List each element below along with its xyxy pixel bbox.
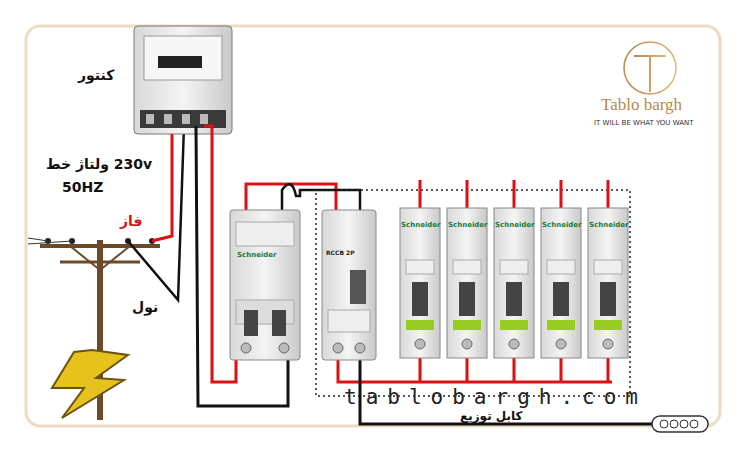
mcb-part: [594, 260, 622, 274]
label-text: Schneider: [589, 222, 629, 230]
mcb-part: [453, 320, 481, 330]
label-text: IT WILL BE WHAT YOU WANT: [594, 120, 694, 128]
mcb-part: [594, 320, 622, 330]
mcb-part: [400, 208, 440, 358]
label-text: RCCB 2P: [326, 250, 355, 257]
mcb-part: [588, 208, 628, 358]
mcb-part: [447, 208, 487, 358]
mcb-part: [412, 282, 428, 316]
label-text: فاز: [120, 214, 142, 229]
label-text: Schneider: [401, 222, 441, 230]
label-text: tablobargh.com: [344, 386, 647, 409]
mcb-terminal: [415, 339, 425, 349]
label-text: Schneider: [237, 252, 277, 260]
mcb-part: [406, 260, 434, 274]
mcb-part: [453, 260, 481, 274]
label-text: کابل توزیع: [460, 410, 523, 423]
mcb-part: [506, 282, 522, 316]
label-text: 230v ولتاژ خط: [46, 157, 152, 172]
mcb-terminal: [462, 339, 472, 349]
label-text: 50HZ: [62, 180, 103, 195]
label-text: Tablo bargh: [601, 96, 682, 115]
mcb-part: [547, 320, 575, 330]
mcb-part: [600, 282, 616, 316]
label-text: نول: [132, 300, 158, 315]
mcb-terminal: [556, 339, 566, 349]
mcb-terminal: [603, 339, 613, 349]
mcb-terminal: [509, 339, 519, 349]
label-text: کنتور: [78, 68, 114, 83]
label-text: Schneider: [448, 222, 488, 230]
mcb-part: [459, 282, 475, 316]
mcb-part: [500, 320, 528, 330]
mcb-part: [541, 208, 581, 358]
mcb-part: [500, 260, 528, 274]
mcb-part: [406, 320, 434, 330]
label-text: Schneider: [495, 222, 535, 230]
mcb-part: [547, 260, 575, 274]
mcb-part: [494, 208, 534, 358]
label-text: Schneider: [542, 222, 582, 230]
mcb-part: [553, 282, 569, 316]
